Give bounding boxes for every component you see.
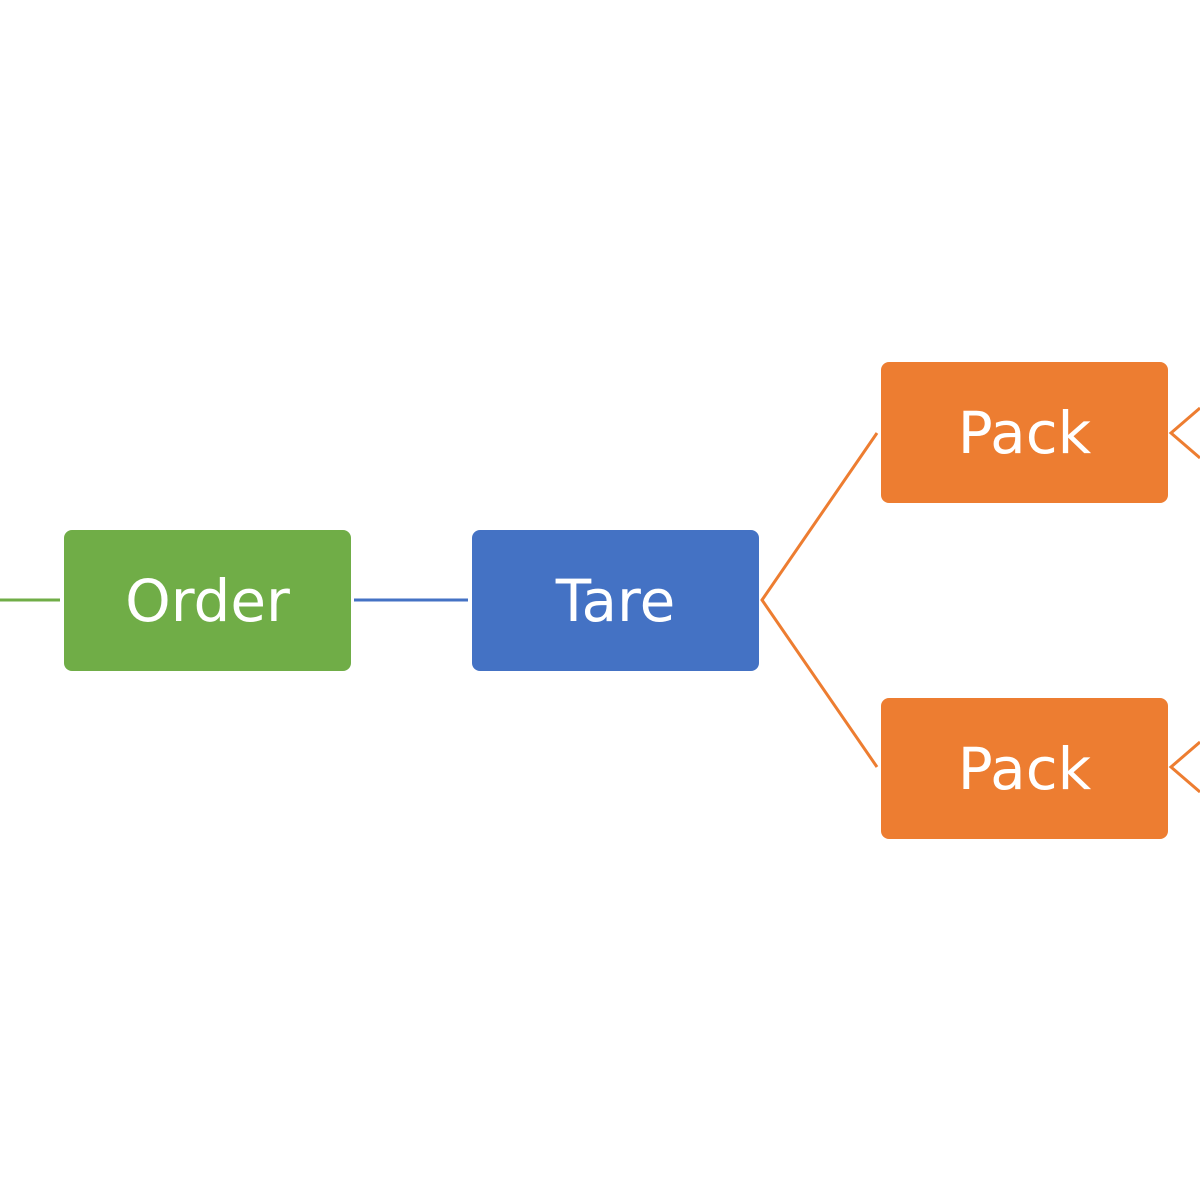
- pack-node-bottom: Pack: [881, 698, 1168, 839]
- pack-label-bottom: Pack: [957, 734, 1092, 803]
- connector-pack-bottom-out: [1168, 740, 1200, 794]
- pack-label-top: Pack: [957, 398, 1092, 467]
- tare-label: Tare: [555, 566, 676, 635]
- order-node: Order: [64, 530, 351, 671]
- connector-tare-to-packs: [760, 432, 879, 768]
- connector-pack-top-out: [1168, 406, 1200, 460]
- order-label: Order: [125, 566, 290, 635]
- tare-node: Tare: [472, 530, 759, 671]
- pack-node-top: Pack: [881, 362, 1168, 503]
